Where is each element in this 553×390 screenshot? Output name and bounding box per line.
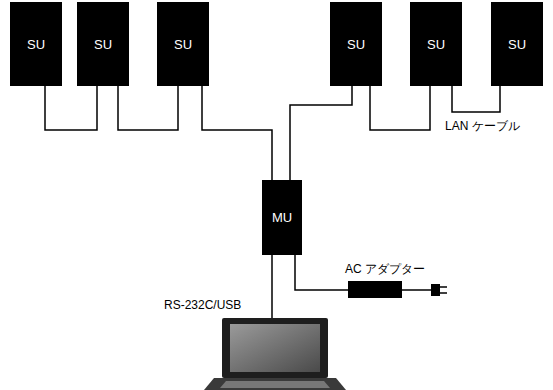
unit-name: SU [427,37,445,52]
annotation-label: AC アダプター [344,262,426,276]
unit-box: SU [10,2,62,86]
plug-prong [440,286,447,288]
unit-name: SU [94,37,112,52]
unit-name: SU [174,37,192,52]
unit-box: SU [491,2,543,86]
lan-cable [45,86,97,130]
power-cord [402,289,431,291]
unit-box: MU [262,180,302,255]
serial-cable [271,255,273,318]
annotation-label: RS-232C/USB [163,298,242,312]
lan-cable [290,86,352,180]
annotation-label: LAN ケーブル [444,119,521,133]
unit-name: SU [508,37,526,52]
laptop-lid [222,318,328,378]
unit-box: SU [77,2,129,86]
unit-box: SU [157,2,209,86]
unit-name: SU [27,37,45,52]
unit-box: SU [330,2,382,86]
power-cable [295,255,348,290]
laptop-keyboard [220,381,330,388]
laptop-screen [230,324,320,372]
lan-cable [452,86,500,112]
plug-prong [440,292,447,294]
unit-box: SU [410,2,462,86]
unit-name: SU [347,37,365,52]
lan-cable [370,86,430,130]
ac-adapter [348,281,402,298]
laptop-base [204,378,346,390]
unit-name: MU [272,210,292,225]
lan-cable [118,86,178,130]
power-plug [431,284,440,296]
lan-cable [202,86,272,180]
